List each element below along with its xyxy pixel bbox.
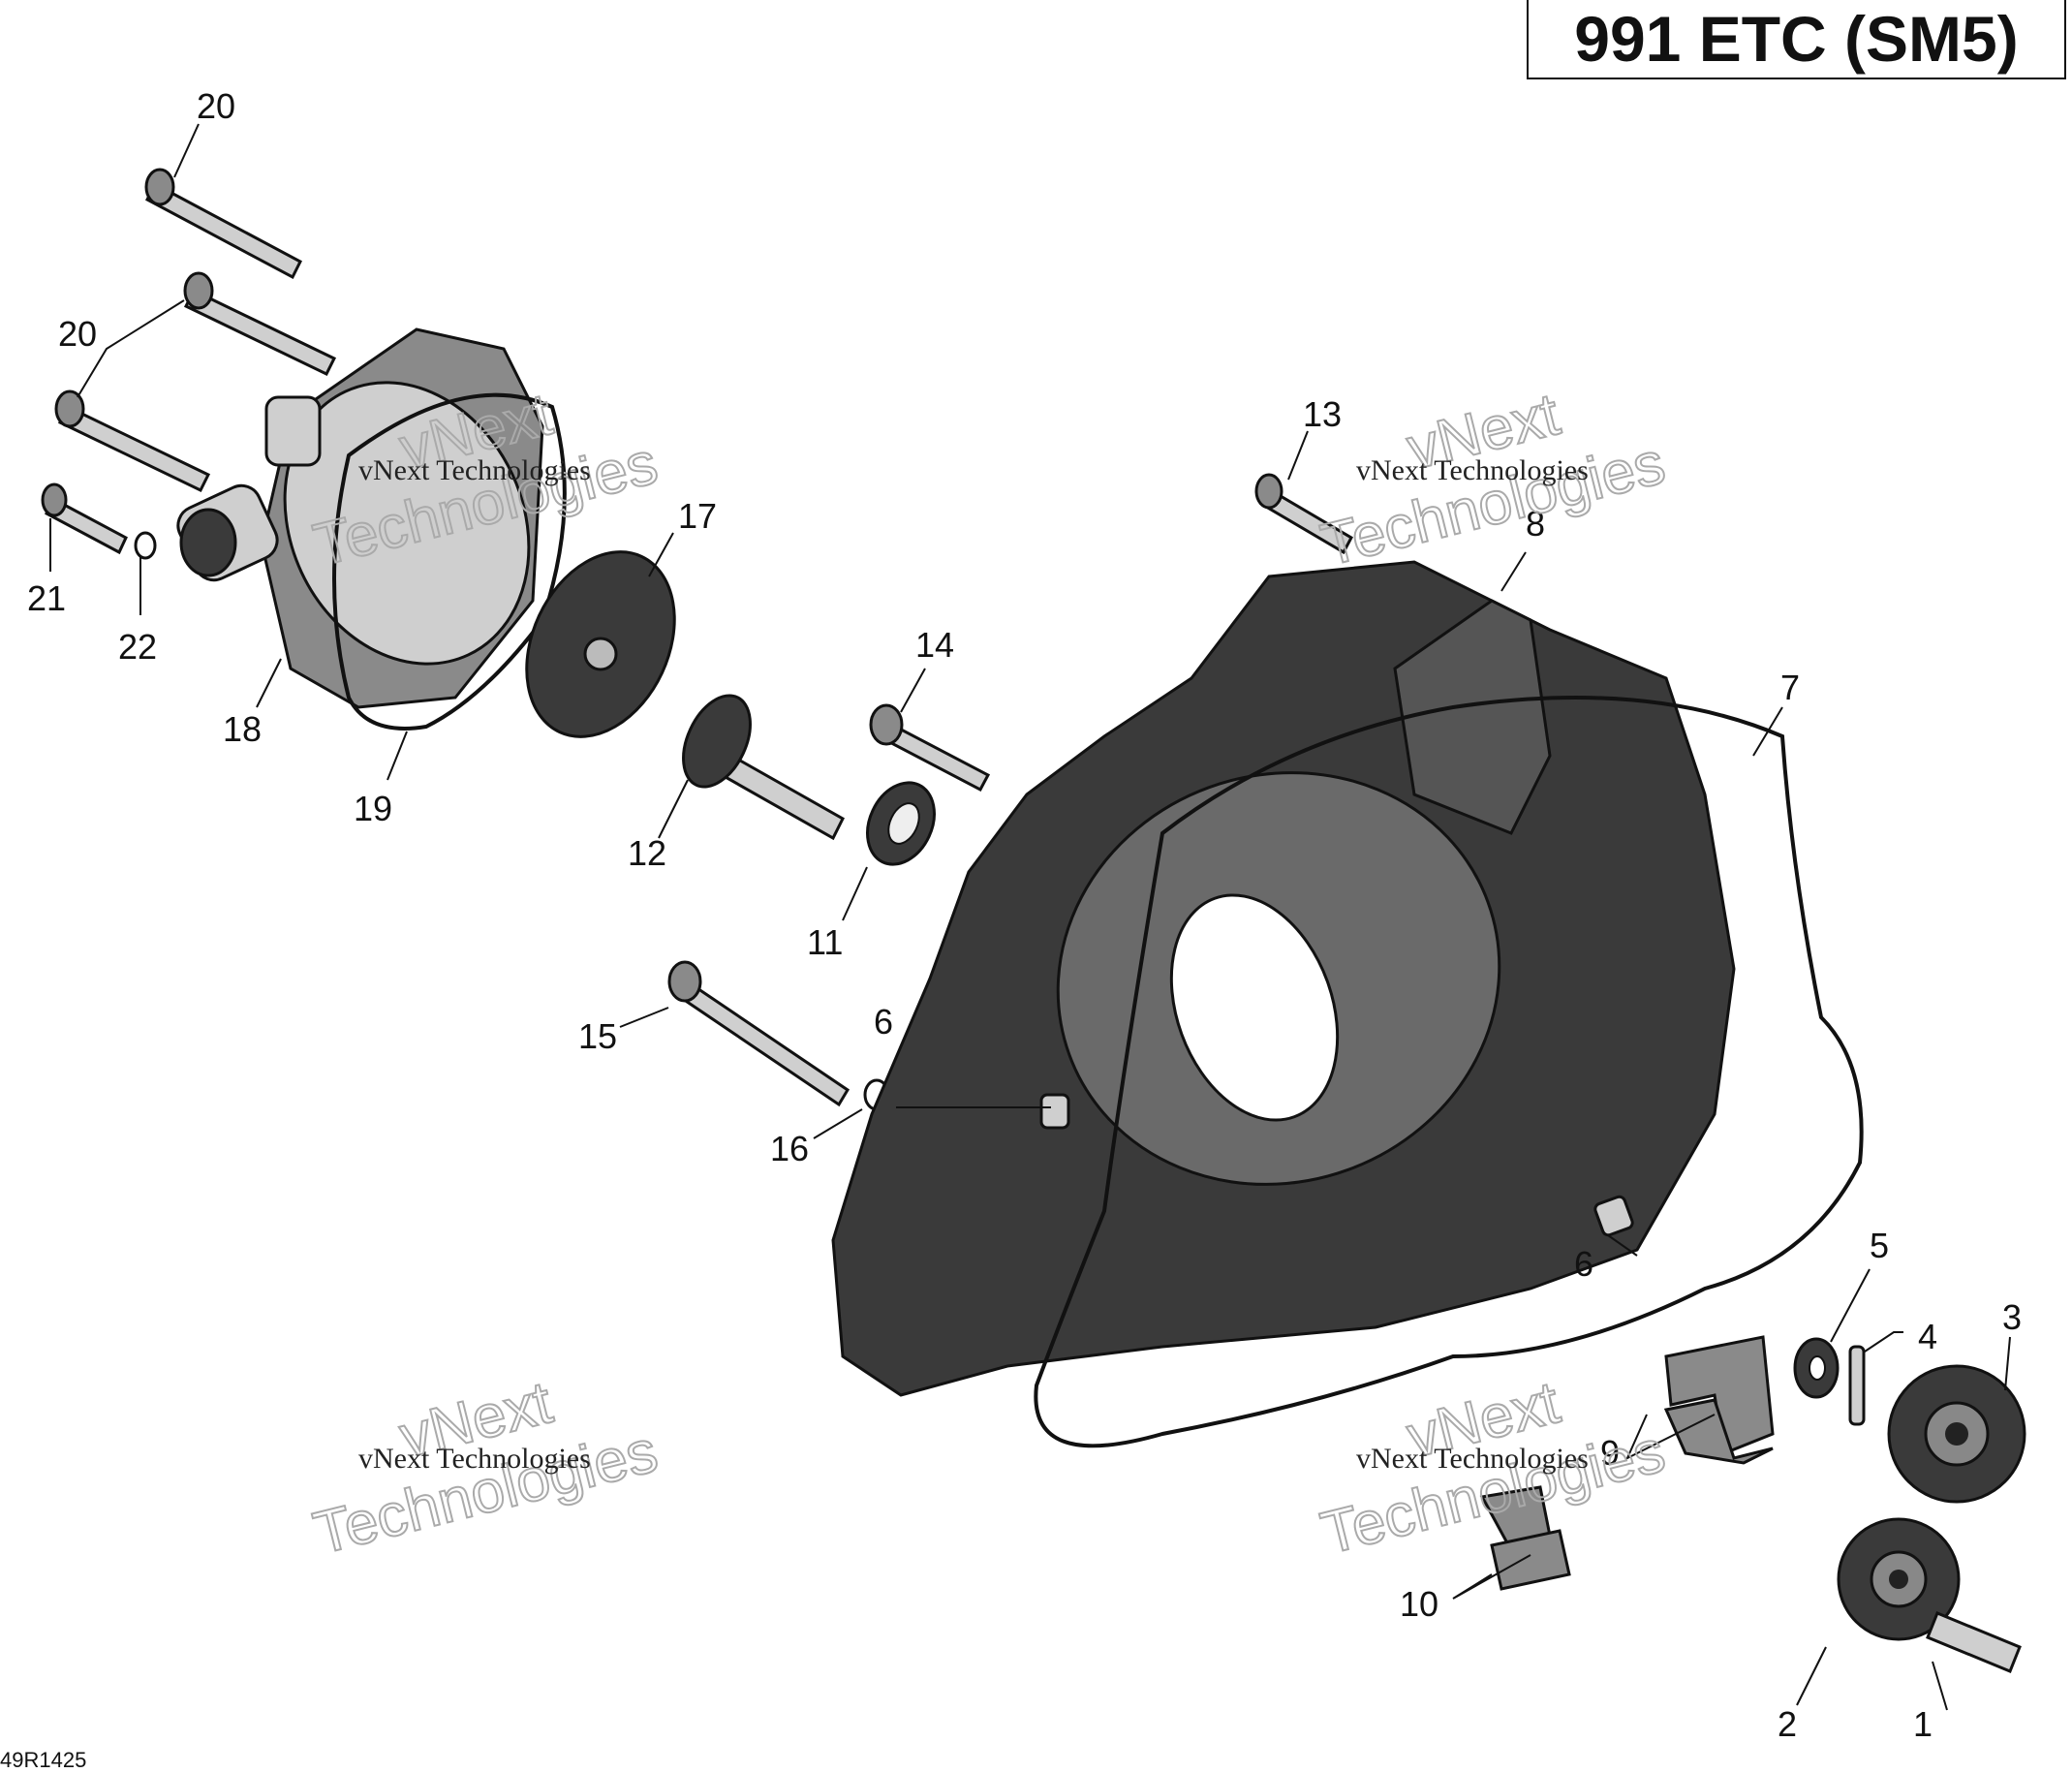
callout-1: 1 (1913, 1704, 1933, 1744)
dowel-pin (1593, 1195, 1634, 1237)
pump-housing-gasket (332, 392, 567, 731)
callout-6: 6 (874, 1002, 893, 1042)
bearing-10 (1479, 1485, 1571, 1591)
bolts-20-21 (41, 168, 337, 560)
callout-9: 9 (1600, 1433, 1620, 1473)
svg-text:vNext Technologies: vNext Technologies (1356, 454, 1589, 486)
figure-reference-code: 49R1425 (0, 1748, 87, 1772)
callout-11: 11 (807, 922, 843, 962)
svg-text:vNext Technologies: vNext Technologies (1356, 1443, 1589, 1475)
callout-6-b: 6 (1574, 1244, 1593, 1284)
callout-5: 5 (1870, 1226, 1889, 1265)
bearing-9 (1663, 1335, 1775, 1465)
callout-21: 21 (27, 578, 66, 618)
model-label: 991 ETC (SM5) (1527, 0, 2066, 79)
svg-text:vNext Technologies: vNext Technologies (358, 454, 591, 486)
callout-10: 10 (1400, 1584, 1438, 1624)
dowel-pin (1039, 1093, 1070, 1130)
impeller (525, 550, 676, 738)
idler-shaft (1926, 1611, 2022, 1673)
watermark-bottom-left: vNext Technologies vNext Technologies (306, 1368, 665, 1569)
needle-pin (1848, 1345, 1866, 1426)
callout-2: 2 (1778, 1704, 1797, 1744)
callout-16: 16 (770, 1129, 809, 1168)
callout-15: 15 (578, 1016, 617, 1056)
leader-lines (49, 123, 2011, 1711)
callout-3: 3 (2002, 1297, 2022, 1337)
callout-22: 22 (118, 627, 157, 667)
svg-text:vNext Technologies: vNext Technologies (358, 1443, 591, 1475)
callout-7: 7 (1780, 668, 1800, 707)
callout-17: 17 (678, 496, 717, 536)
callout-20-b: 20 (58, 314, 97, 354)
gear-3 (1887, 1364, 2026, 1504)
callout-12: 12 (628, 833, 666, 873)
callout-14: 14 (915, 625, 954, 665)
callout-13: 13 (1303, 394, 1342, 434)
watermark-top-right: vNext Technologies vNext Technologies (1314, 380, 1672, 580)
gear-2 (1837, 1517, 1961, 1641)
watermark-bottom-right: vNext Technologies vNext Technologies (1314, 1368, 1672, 1569)
cover-gasket (1034, 696, 1864, 1448)
pump-shaft (682, 694, 845, 841)
callout-19: 19 (354, 789, 392, 828)
callout-20: 20 (197, 86, 235, 126)
callout-4: 4 (1918, 1317, 1937, 1356)
crankcase-cover (831, 560, 1736, 1397)
water-pump-housing (176, 327, 544, 709)
bolt-13 (1254, 473, 1354, 555)
bolt-15 (667, 960, 890, 1111)
callout-labels: 1 2 3 4 5 6 6 7 8 9 10 11 12 13 14 15 16… (27, 86, 2022, 1744)
callout-8: 8 (1526, 504, 1545, 544)
callout-18: 18 (223, 709, 262, 749)
bolt-14 (869, 703, 991, 793)
